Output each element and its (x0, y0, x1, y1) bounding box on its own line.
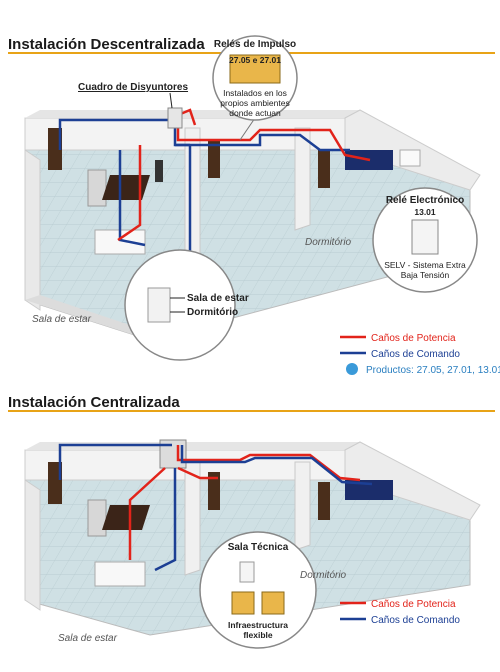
command-conduit-6 (180, 445, 373, 486)
callout-tech-room: Sala Técnica Infraestructura flexible (199, 531, 317, 649)
door-2 (208, 140, 220, 178)
tech-relay-1 (231, 591, 255, 615)
switch-label-2: Dormitório (187, 307, 238, 318)
electronic-relay-title: Relé Electrónico (386, 195, 464, 206)
door-3 (318, 150, 330, 188)
breaker-label: Cuadro de Disyuntores (78, 82, 188, 93)
section1-title: Instalación Descentralizada (8, 36, 205, 53)
wall-switch (147, 287, 171, 323)
callout-switch: Sala de estar Dormitório (124, 249, 249, 361)
command-conduit-4 (175, 133, 350, 152)
power-conduit-1 (176, 115, 371, 162)
relay-caption-3: donde actuan (229, 108, 281, 118)
relay-impulse-title: Relés de Impulso (214, 39, 296, 50)
breaker-leader (169, 92, 173, 109)
relay-caption-2: propios ambientes (220, 98, 289, 108)
power-conduit-5 (128, 467, 166, 560)
tech-caption-2: flexible (243, 630, 273, 640)
room-living-2: Sala de estar (58, 633, 118, 644)
legend1-power-label: Caños de Potencia (371, 333, 456, 344)
relay-impulse-device (229, 54, 281, 84)
room-bedroom-2: Dormitório (300, 570, 347, 581)
callout-electronic-relay: Relé Electrónico 13.01 SELV - Sistema Ex… (372, 187, 478, 293)
nightstand (399, 149, 421, 167)
callout-tech-circle (199, 531, 317, 649)
legend1-command-label: Caños de Comando (371, 349, 460, 360)
door-6 (318, 482, 330, 520)
electronic-relay-model: 13.01 (414, 207, 436, 217)
section-centralized: Instalación Centralizada (8, 394, 495, 649)
callout-switch-circle (124, 249, 236, 361)
sofa (87, 169, 107, 207)
legend-1: Caños de Potencia Caños de Comando Produ… (340, 333, 500, 376)
bed-2 (345, 480, 393, 500)
section2-title: Instalación Centralizada (8, 394, 180, 411)
room-bedroom-1: Dormitório (305, 237, 352, 248)
electronic-relay-device (411, 219, 439, 255)
legend-2: Caños de Potencia Caños de Comando (340, 599, 460, 626)
rug (102, 175, 150, 200)
room-living-1: Sala de estar (32, 314, 92, 325)
legend2-power-label: Caños de Potencia (371, 599, 456, 610)
relay-caption-1: Instalados en los (223, 88, 287, 98)
power-conduit-4 (176, 445, 361, 482)
door-1 (48, 128, 62, 170)
electronic-caption-1: SELV - Sistema Extra (384, 260, 466, 270)
product-icon (346, 363, 358, 375)
relay-impulse-models: 27.05 e 27.01 (229, 55, 281, 65)
rug-2 (102, 505, 150, 530)
breaker-box (167, 107, 183, 129)
tech-room-title: Sala Técnica (228, 542, 289, 553)
command-conduit-7 (154, 468, 177, 572)
power-conduit-6 (177, 466, 218, 480)
legend2-command-label: Caños de Comando (371, 615, 460, 626)
tech-relay-2 (261, 591, 285, 615)
switch-label-1: Sala de estar (187, 293, 249, 304)
door-5 (208, 472, 220, 510)
tv (155, 160, 163, 182)
callout-relay-impulse: Relés de Impulso 27.05 e 27.01 Instalado… (212, 35, 298, 141)
tech-caption-1: Infraestructura (228, 620, 288, 630)
power-conduit-2 (117, 145, 142, 242)
dining-table-2 (94, 561, 146, 587)
command-conduit-5 (58, 443, 172, 480)
callout-relay-leader (239, 117, 256, 141)
sofa-2 (87, 499, 107, 537)
tech-switch-device (239, 561, 255, 583)
section-decentralized: Instalación Descentralizada (8, 35, 500, 376)
door-4 (48, 462, 62, 504)
legend1-products-label: Productos: 27.05, 27.01, 13.01 (366, 365, 500, 376)
electronic-caption-2: Baja Tensión (401, 270, 450, 280)
